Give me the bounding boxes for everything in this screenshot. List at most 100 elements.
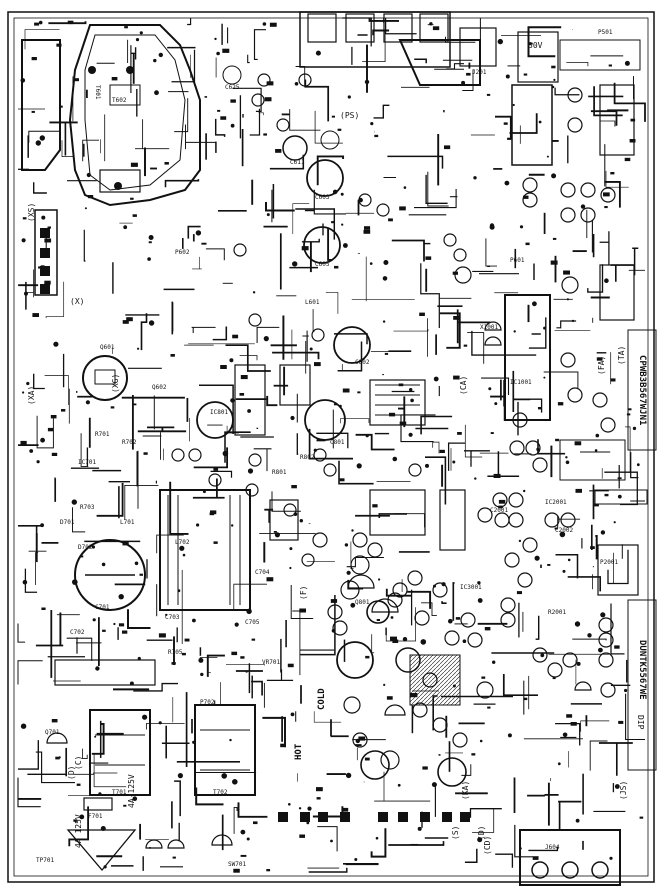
solder-pad (466, 72, 471, 76)
solder-pad (290, 712, 295, 717)
solder-pad (624, 60, 630, 66)
ref-vr701: VR701 (262, 659, 281, 666)
solder-pad (432, 26, 440, 31)
ref-p702: P702 (200, 699, 215, 706)
copper-trace (598, 742, 633, 776)
solder-pad (563, 270, 570, 275)
copper-trace (393, 329, 429, 332)
solder-pad (130, 197, 134, 200)
solder-pad (217, 109, 221, 112)
solder-pad (388, 218, 393, 222)
solder-pad (315, 50, 321, 56)
solder-pad (24, 291, 28, 296)
connector-xg-label: (XG) (111, 373, 120, 393)
copper-trace (80, 433, 89, 467)
solder-pad (32, 313, 39, 317)
copper-trace (557, 516, 581, 528)
copper-trace (327, 227, 332, 261)
solder-pad (498, 505, 503, 509)
copper-trace (587, 264, 604, 293)
copper-trace (210, 470, 233, 478)
fuse-rating-1: 4A-125V (127, 774, 136, 808)
solder-pad (299, 519, 303, 523)
copper-trace (599, 120, 616, 127)
solder-pad (553, 78, 556, 81)
solder-pad (306, 821, 310, 825)
solder-pad (624, 688, 628, 693)
solder-pad (39, 135, 45, 141)
solder-pad (343, 243, 348, 248)
copper-trace (527, 26, 562, 58)
solder-pad (148, 235, 154, 240)
solder-pad (293, 512, 298, 516)
solder-pad (177, 589, 181, 593)
solder-pad (477, 581, 481, 585)
solder-pad (519, 225, 524, 229)
copper-trace (140, 313, 148, 351)
solder-pad (453, 375, 460, 380)
solder-pad (392, 639, 399, 643)
solder-pad (378, 578, 381, 581)
solder-pad (137, 656, 141, 661)
copper-trace (289, 109, 321, 131)
copper-trace (269, 154, 305, 170)
solder-pad (20, 78, 26, 83)
copper-trace (347, 579, 364, 590)
ref-l601: L601 (305, 299, 320, 306)
copper-trace (187, 18, 192, 26)
copper-trace (204, 96, 208, 98)
copper-trace (258, 112, 264, 116)
solder-pad (340, 192, 344, 196)
connector-fa-label: (FA) (597, 355, 606, 375)
copper-trace (195, 787, 224, 806)
copper-trace (36, 415, 54, 449)
solder-pad (214, 37, 217, 41)
copper-trace (145, 723, 185, 730)
copper-trace (610, 264, 634, 282)
solder-pad (56, 43, 62, 47)
voltage-label: 30V (528, 41, 543, 50)
copper-trace (308, 428, 353, 460)
solder-pad (562, 732, 568, 738)
ref-ic1001: IC1001 (510, 379, 532, 386)
copper-trace (605, 170, 629, 188)
solder-pad (216, 51, 220, 56)
solder-pad (600, 612, 606, 618)
copper-trace (262, 716, 286, 748)
copper-trace (17, 660, 43, 685)
solder-pad (294, 82, 299, 86)
copper-trace (535, 615, 540, 640)
copper-trace (350, 541, 354, 570)
solder-pad (40, 437, 45, 443)
ref-p501: P501 (598, 29, 613, 36)
copper-trace (266, 395, 278, 407)
copper-trace (495, 853, 514, 868)
solder-pad (529, 42, 533, 45)
solder-pad (134, 561, 139, 566)
solder-pad (94, 735, 97, 738)
solder-pad (148, 320, 155, 326)
copper-trace (33, 182, 47, 194)
solder-pad (433, 376, 439, 382)
solder-pad (409, 388, 413, 392)
solder-pad (417, 826, 422, 831)
solder-pad (389, 412, 396, 417)
copper-trace (420, 263, 440, 328)
solder-pad (332, 189, 338, 195)
solder-pad (234, 622, 239, 627)
solder-pad (512, 103, 515, 107)
copper-trace (68, 806, 90, 847)
solder-pad (516, 591, 522, 595)
solder-pad (357, 391, 361, 394)
solder-pad (398, 383, 404, 387)
copper-trace (462, 69, 474, 91)
model-code-1: CPWB3B567WJN1 (637, 355, 647, 426)
solder-pad (519, 847, 522, 850)
solder-pad (47, 226, 51, 229)
solder-pad (137, 347, 140, 350)
copper-trace (28, 130, 59, 143)
solder-pad (433, 584, 436, 588)
solder-pad (334, 265, 339, 269)
solder-pad (31, 57, 37, 61)
